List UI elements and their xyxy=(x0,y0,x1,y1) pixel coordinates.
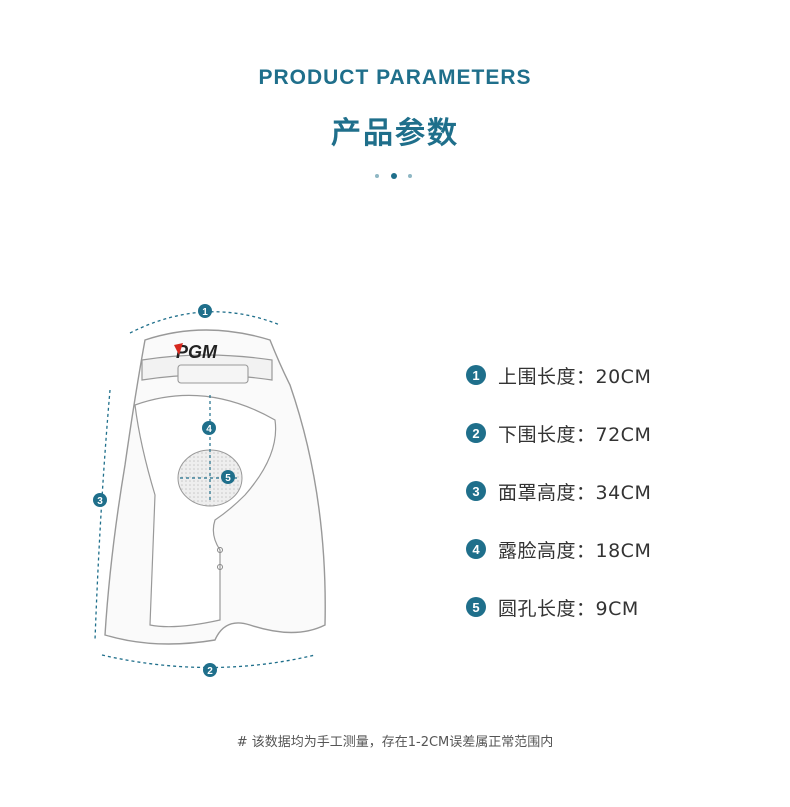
snap-button xyxy=(217,564,223,570)
parameter-item: 3 面罩高度：34CM xyxy=(466,476,651,506)
svg-text:5: 5 xyxy=(225,473,231,484)
parameter-item: 1 上围长度：20CM xyxy=(466,360,651,390)
face-opening xyxy=(134,394,277,628)
cap-strap xyxy=(177,364,249,384)
svg-text:1: 1 xyxy=(202,307,208,318)
number-badge: 2 xyxy=(466,423,486,443)
parameter-text: 圆孔长度：9CM xyxy=(498,597,639,620)
number-badge: 4 xyxy=(466,539,486,559)
number-badge: 1 xyxy=(466,365,486,385)
title-english: PRODUCT PARAMETERS xyxy=(258,66,532,89)
parameter-item: 2 下围长度：72CM xyxy=(466,418,651,448)
marker-2: 2 xyxy=(203,663,217,677)
indicator-dot xyxy=(408,174,412,178)
height-dimension-line xyxy=(94,389,111,641)
parameter-text: 上围长度：20CM xyxy=(498,365,652,388)
title-chinese: 产品参数 xyxy=(331,116,459,151)
measurement-note: # 该数据均为手工测量，存在1-2CM误差属正常范围内 xyxy=(236,735,554,750)
parameter-text: 面罩高度：34CM xyxy=(498,481,652,504)
pgm-logo: PGM xyxy=(176,342,218,362)
parameter-item: 4 露脸高度：18CM xyxy=(466,534,651,564)
parameter-text: 下围长度：72CM xyxy=(498,423,652,446)
svg-text:2: 2 xyxy=(207,666,213,677)
marker-5: 5 xyxy=(221,470,235,484)
logo-swoosh xyxy=(174,343,183,355)
snap-button xyxy=(217,547,223,553)
parameter-text: 露脸高度：18CM xyxy=(498,539,652,562)
indicator-dot xyxy=(375,174,379,178)
marker-1: 1 xyxy=(198,304,212,318)
product-diagram: PGM 1 2 3 4 5 xyxy=(93,304,326,677)
parameter-item: 5 圆孔长度：9CM xyxy=(466,592,639,622)
number-badge: 3 xyxy=(466,481,486,501)
marker-4: 4 xyxy=(202,421,216,435)
page-indicator xyxy=(375,172,415,180)
svg-text:4: 4 xyxy=(206,424,212,435)
svg-text:3: 3 xyxy=(97,496,103,507)
indicator-dot-active xyxy=(391,173,397,179)
marker-3: 3 xyxy=(93,493,107,507)
number-badge: 5 xyxy=(466,597,486,617)
